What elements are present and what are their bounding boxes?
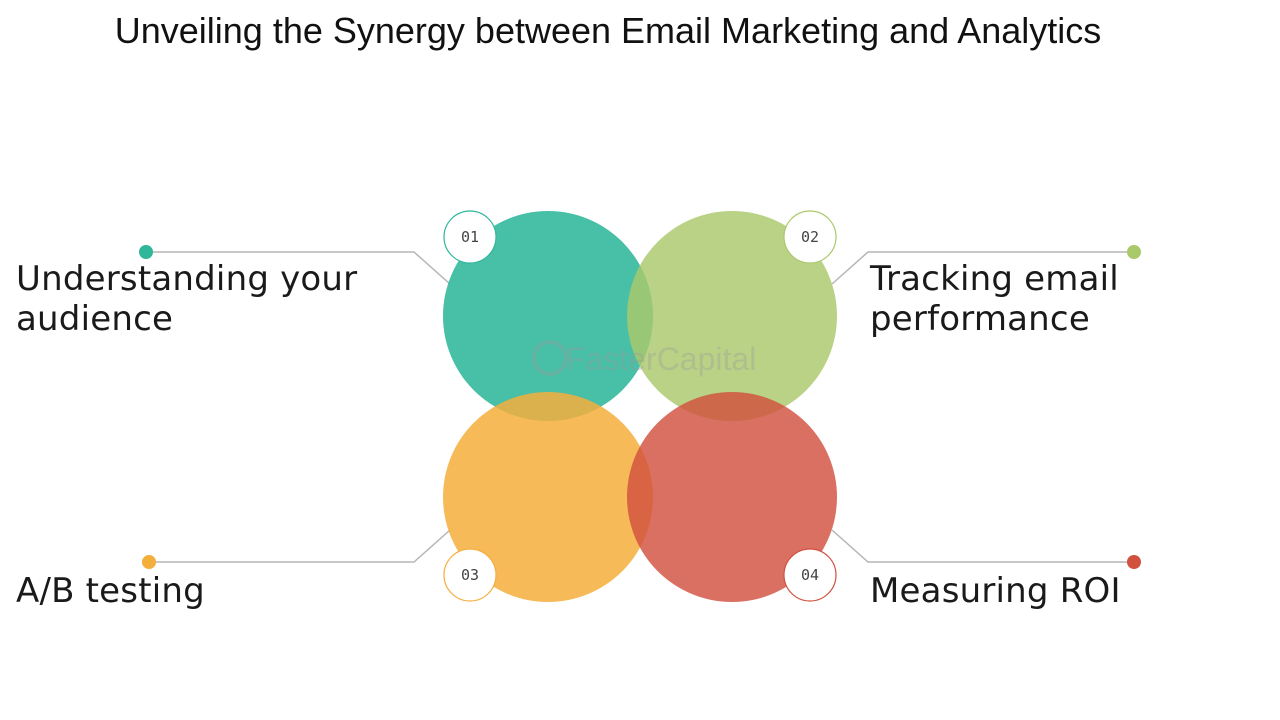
connector-line-3 [149, 529, 451, 563]
connector-line-1 [146, 251, 451, 285]
circle-3 [443, 392, 653, 602]
page-title: Unveiling the Synergy between Email Mark… [114, 10, 1102, 51]
item-label-3: A/B testing [16, 571, 205, 611]
dot-2 [1127, 245, 1141, 259]
badge-number-3: 03 [461, 566, 479, 584]
item-label-4-line-1: Measuring ROI [870, 571, 1121, 611]
badge-4: 04 [783, 548, 837, 602]
dot-3 [142, 555, 156, 569]
item-label-1: Understanding your audience [16, 259, 357, 339]
badge-number-2: 02 [801, 228, 819, 246]
item-label-4: Measuring ROI [870, 571, 1121, 611]
circle-1 [443, 211, 653, 421]
circle-2 [627, 211, 837, 421]
item-label-2-line-1: Tracking email [870, 259, 1119, 299]
badge-1: 01 [443, 210, 497, 264]
item-label-2: Tracking email performance [870, 259, 1119, 339]
circle-4 [627, 392, 837, 602]
item-label-1-line-1: Understanding your [16, 259, 358, 299]
watermark-text: FasterCapital [566, 341, 756, 377]
watermark: FasterCapital [532, 340, 756, 377]
badge-number-4: 04 [801, 566, 819, 584]
dot-4 [1127, 555, 1141, 569]
connector-line-4 [831, 529, 1134, 563]
badge-2: 02 [783, 210, 837, 264]
dot-1 [139, 245, 153, 259]
item-label-2-line-2: performance [870, 299, 1090, 339]
badge-number-1: 01 [461, 228, 479, 246]
badge-3: 03 [443, 548, 497, 602]
item-label-1-line-2: audience [16, 299, 174, 339]
item-label-3-line-1: A/B testing [16, 571, 205, 611]
connector-line-2 [831, 251, 1134, 285]
